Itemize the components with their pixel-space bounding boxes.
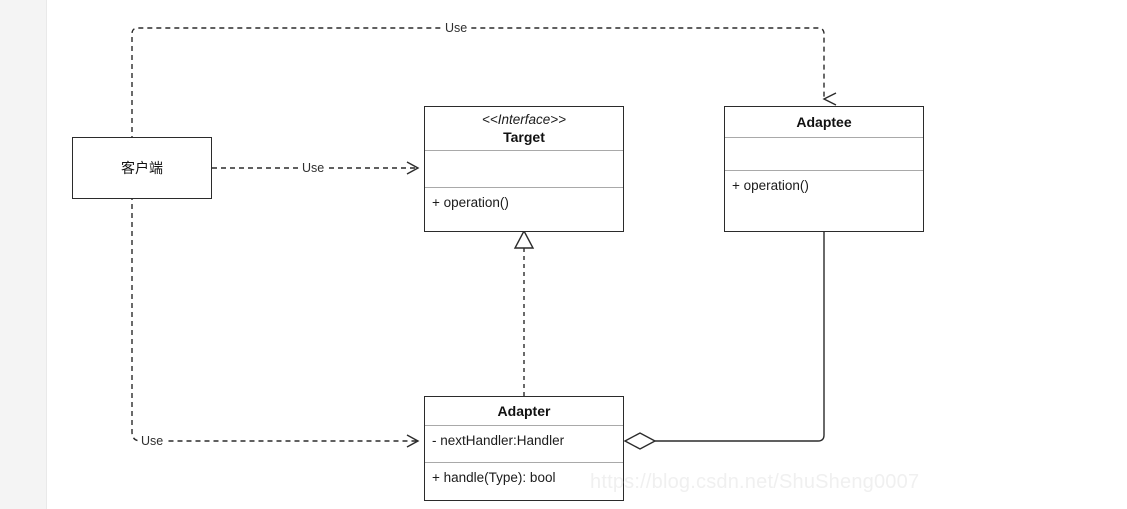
edge-label-client-uses-adapter: Use	[139, 434, 166, 448]
target-operations-compartment: + operation()	[425, 188, 623, 231]
target-stereotype: <<Interface>>	[481, 112, 567, 127]
node-adaptee[interactable]: Adaptee + operation()	[724, 106, 924, 232]
edge-client-uses-adapter	[131, 168, 420, 448]
edge-label-client-uses-target: Use	[300, 161, 327, 175]
edge-client-uses-adaptee	[131, 27, 837, 168]
adaptee-attributes-compartment	[725, 138, 923, 171]
node-adapter[interactable]: Adapter - nextHandler:Handler + handle(T…	[424, 396, 624, 501]
adapter-class-name: Adapter	[497, 403, 551, 419]
adapter-operation-0: + handle(Type): bool	[432, 470, 556, 485]
target-title-compartment: <<Interface>> Target	[425, 107, 623, 151]
adapter-title-compartment: Adapter	[425, 397, 623, 426]
node-target[interactable]: <<Interface>> Target + operation()	[424, 106, 624, 232]
edge-adapter-implements-target	[513, 229, 535, 396]
edge-adapter-aggregates-adaptee	[623, 232, 825, 450]
target-attributes-compartment	[425, 151, 623, 188]
watermark-text: https://blog.csdn.net/ShuSheng0007	[590, 471, 920, 493]
target-class-name: Target	[503, 129, 545, 145]
adaptee-operation-0: + operation()	[732, 178, 809, 193]
client-title-compartment: 客户端	[73, 138, 211, 198]
left-gutter	[0, 0, 47, 509]
adapter-attributes-compartment: - nextHandler:Handler	[425, 426, 623, 463]
client-label: 客户端	[121, 160, 163, 176]
adaptee-class-name: Adaptee	[796, 114, 852, 130]
adaptee-title-compartment: Adaptee	[725, 107, 923, 138]
edge-label-client-uses-adaptee: Use	[443, 21, 470, 35]
node-client[interactable]: 客户端	[72, 137, 212, 199]
adaptee-operations-compartment: + operation()	[725, 171, 923, 231]
target-operation-0: + operation()	[432, 195, 509, 210]
adapter-attribute-0: - nextHandler:Handler	[432, 433, 565, 448]
adapter-operations-compartment: + handle(Type): bool	[425, 463, 623, 502]
